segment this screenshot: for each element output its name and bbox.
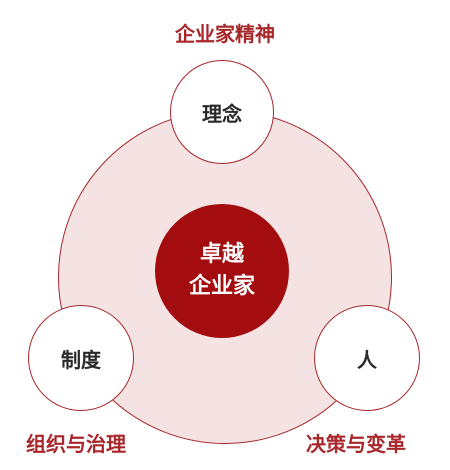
node-people-text: 人: [357, 347, 377, 372]
label-decision-change: 决策与变革: [306, 432, 406, 456]
label-organization-governance: 组织与治理: [26, 432, 126, 456]
node-philosophy: 理念: [170, 60, 274, 164]
center-line-2: 企业家: [188, 274, 255, 299]
center-circle: 卓越 企业家: [155, 204, 289, 338]
center-line-1: 卓越: [199, 242, 244, 267]
node-system: 制度: [28, 305, 134, 411]
node-philosophy-text: 理念: [202, 101, 242, 126]
node-people: 人: [314, 305, 420, 411]
node-system-text: 制度: [61, 347, 101, 372]
label-entrepreneurship: 企业家精神: [175, 22, 275, 46]
